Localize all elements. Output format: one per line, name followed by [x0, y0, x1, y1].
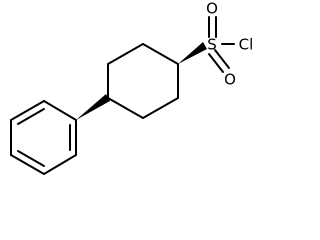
sulfur-oxygen-double-bond-down-a — [208, 53, 224, 73]
cyclohexane-bond-3 — [142, 43, 179, 65]
wedge-bond-phenyl-cyclohexyl — [76, 94, 110, 120]
phenyl-bond-5 — [10, 100, 45, 121]
phenyl-bond-6 — [43, 100, 77, 121]
oxygen-atom-label-bottom: O — [224, 71, 236, 89]
cyclohexane-bond-5 — [142, 97, 179, 119]
chlorine-atom-label: Cl — [239, 36, 254, 54]
chemical-structure-diagram: S O O Cl — [10, 0, 254, 175]
sulfonyl-bonds — [208, 16, 235, 73]
phenyl-double-bond-2 — [17, 150, 45, 167]
sulfur-atom-label: S — [207, 36, 217, 54]
cyclohexane-bond-6 — [107, 97, 144, 119]
sulfur-oxygen-double-bond-down-b — [214, 49, 230, 69]
oxygen-atom-label-top: O — [206, 0, 218, 18]
phenyl-ring — [10, 100, 77, 175]
phenyl-bond-2 — [43, 154, 77, 175]
cyclohexane-bond-2 — [107, 43, 144, 65]
phenyl-double-bond-3 — [17, 108, 45, 125]
wedge-bond-cyclohexyl-sulfur — [178, 42, 207, 64]
phenyl-bond-3 — [10, 154, 45, 175]
cyclohexane-ring — [107, 43, 179, 119]
